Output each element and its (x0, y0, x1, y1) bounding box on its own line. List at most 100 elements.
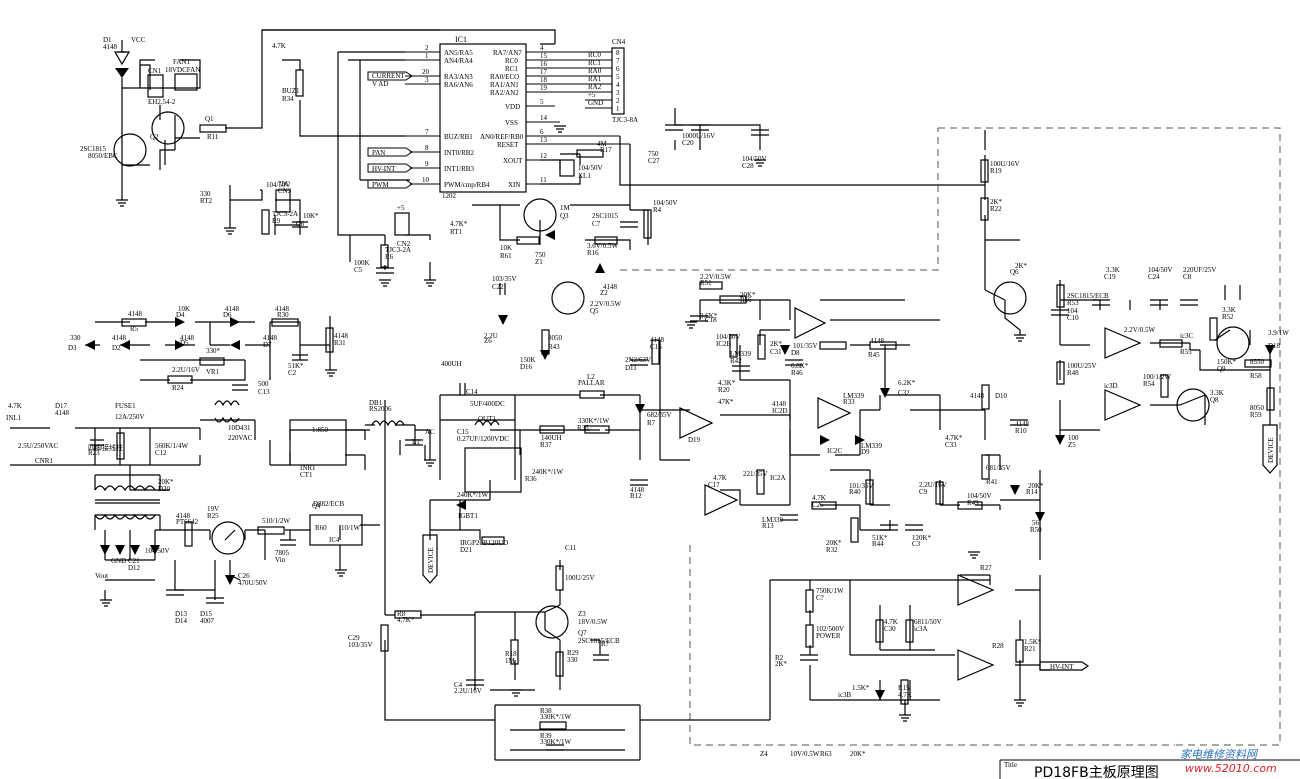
z1-zener (545, 230, 555, 240)
component-label: R25 (207, 512, 219, 520)
component-label: 0.27UF/1200VDC (457, 435, 509, 443)
r63-resistor (900, 679, 909, 705)
q1-transistor (113, 133, 147, 167)
r29-resistor (555, 565, 564, 591)
component-label: 4148 (275, 305, 290, 313)
component-label: 240K*/1W (532, 468, 564, 476)
component-label: C? (816, 594, 824, 602)
component-label: C31 (770, 348, 782, 356)
component-label: C9 (919, 488, 928, 496)
r5-resistor (121, 318, 147, 327)
component-label: D14 (175, 617, 188, 625)
component-label: IC2B (716, 340, 732, 348)
component-label: D20 (158, 485, 171, 493)
component-label: D19 (688, 436, 701, 444)
r13-resistor (756, 469, 765, 495)
component-label: 4148 (263, 334, 278, 342)
component-label: C15 (457, 428, 469, 436)
transistors (113, 111, 1250, 639)
component-label: C3 (912, 540, 921, 548)
component-label: C5 (354, 266, 363, 274)
ic1-label: IC1 (455, 35, 467, 44)
component-label: 750 (535, 251, 546, 259)
ic1-pin-vdd: VDD (505, 103, 520, 111)
component-label: 4.7K (812, 494, 826, 502)
pt6642-transformer (94, 485, 160, 520)
c30-cap (800, 654, 818, 661)
r21-resistor (905, 619, 914, 643)
component-label: 221/35V (743, 470, 768, 478)
component-label: D17 (55, 402, 68, 410)
component-label: 2K* (1015, 262, 1028, 270)
component-label: R30 (277, 311, 289, 319)
q3-transistor (523, 198, 557, 232)
cn4-sig-ra2: RA2 (588, 83, 602, 91)
component-label: 6.2K* (898, 379, 916, 387)
r12-resistor (481, 536, 505, 545)
component-label: 10K (178, 305, 190, 313)
component-label: 100U/25V (1067, 362, 1097, 370)
ic1-pin-ra7: RA7/AN7 (493, 49, 522, 57)
component-label: XL1 (578, 172, 591, 180)
fan1-box (174, 73, 198, 91)
component-label: D12 (128, 564, 141, 572)
component-label: Q8 (1210, 396, 1219, 404)
component-label: 2.2V/0.5W (700, 273, 732, 281)
component-label: TJC3-2A (272, 210, 298, 218)
ic1-pinnum-15: 15 (540, 52, 548, 60)
component-label: 1.5K* (1024, 638, 1042, 646)
r28-resistor (875, 619, 884, 643)
component-label: 6811/50V (914, 618, 942, 626)
d16-diode (540, 350, 550, 360)
ic1-pinnum-10: 10 (422, 176, 430, 184)
cn4-pin-6: 6 (616, 65, 620, 73)
ic1-part: 1202 (442, 192, 457, 200)
component-label: R22 (990, 205, 1002, 213)
c-unknown-cap (546, 744, 564, 751)
component-label: 750K/1W (816, 587, 844, 595)
ic1-group: IC1 1202 AN5/RA5 AN4/RA4 RA3/AN3 RA6/AN6… (300, 35, 630, 200)
cn4-sig-ra0: RA0 (588, 67, 602, 75)
r54-resistor (1160, 374, 1169, 398)
component-label: 4148 (650, 336, 665, 344)
c24-cap (1150, 299, 1168, 306)
component-label: R55 (1180, 348, 1192, 356)
component-label: 100 (1068, 434, 1079, 442)
component-label: D4 (176, 311, 185, 319)
component-label: R56 (740, 296, 752, 304)
component-label: Z6 (484, 337, 492, 345)
component-label: R33 (843, 398, 855, 406)
component-label: 470U/50V (238, 579, 268, 587)
device-tag-left-text: DEVICE (427, 547, 435, 573)
component-label: 51K* (872, 534, 888, 542)
component-label: VCC (131, 36, 146, 44)
r55-resistor (1159, 339, 1183, 348)
component-label: 140UH (541, 434, 562, 442)
coils (94, 400, 500, 520)
component-label: VR1 (206, 368, 220, 376)
component-label: C14 (466, 388, 478, 396)
component-label: R39 (540, 732, 552, 740)
component-label: 104/50V (653, 199, 678, 207)
component-label: 4.7K (8, 402, 22, 410)
component-label: R28 (992, 642, 1004, 650)
c5-cap (376, 267, 394, 274)
component-label: 51K* (288, 362, 304, 370)
component-label: 104/50V (742, 155, 767, 163)
d9-diode (820, 435, 830, 445)
component-label: 240K*/1W (457, 491, 489, 499)
component-label: 20K* (1028, 482, 1044, 490)
r17-resistor (576, 149, 604, 158)
component-label: C6 (296, 220, 305, 228)
component-label: C19 (1104, 273, 1116, 281)
ic1-pin-an0: AN0/REF/RB0 (480, 133, 524, 141)
d7-diode (230, 340, 240, 350)
component-label: 150K* (1217, 358, 1237, 366)
ic1-pinnum-19: 19 (540, 84, 548, 92)
component-label: 330 (200, 190, 211, 198)
r11-resistor (199, 124, 227, 133)
component-label: R14 (1026, 488, 1038, 496)
component-label: ic3C (1180, 332, 1194, 340)
r-unknown-resistor (539, 721, 567, 730)
